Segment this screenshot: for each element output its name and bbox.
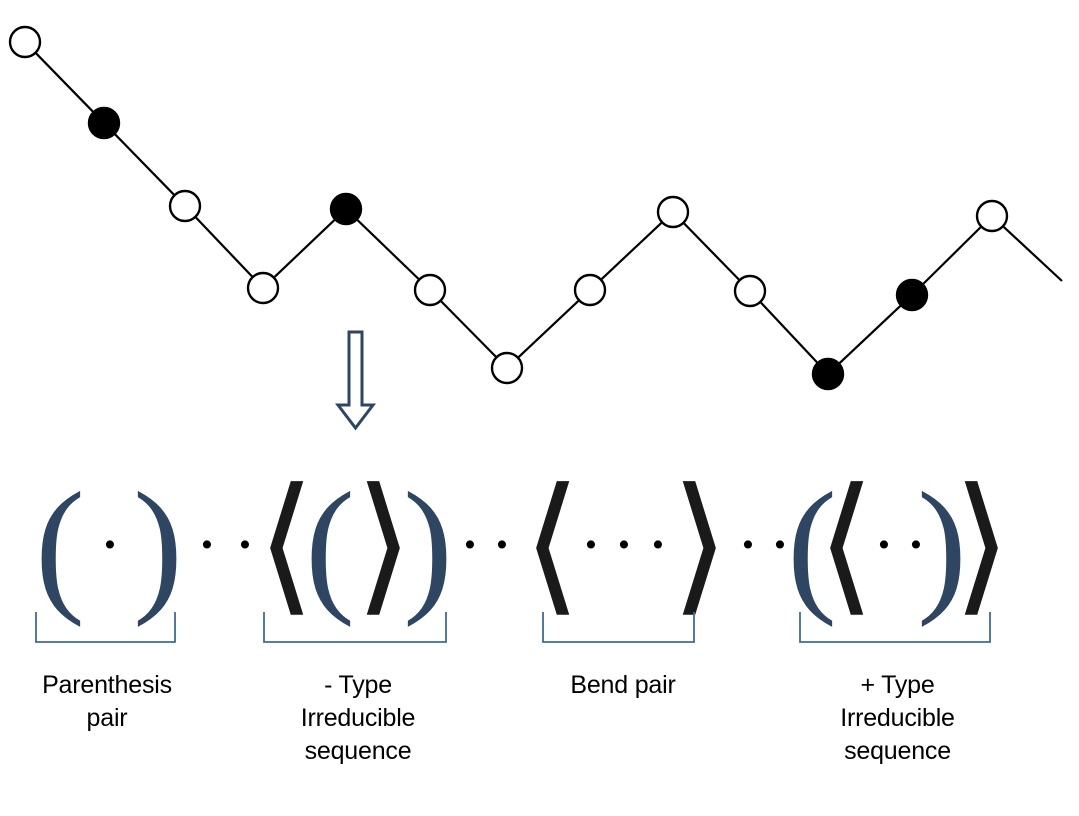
group-caption-parenthesis-pair: Parenthesis pair <box>0 669 222 735</box>
caption-line: sequence <box>844 737 951 765</box>
bracket-symbol-right-angle-bracket: ⟩ <box>953 462 1012 628</box>
bracket-symbol-dot: • <box>496 527 508 564</box>
bracket-symbol-dot: • <box>742 527 754 564</box>
path-node-open <box>168 189 202 223</box>
bracket-symbol-dot: • <box>774 527 786 564</box>
path-edge <box>356 219 420 280</box>
path-edge <box>600 222 663 280</box>
path-node-filled <box>895 278 929 312</box>
path-node-open <box>413 273 447 307</box>
path-edge <box>922 226 982 285</box>
bracket-symbols: (•)••⟨(⟩)••⟨•••⟩••(⟨••)⟩ <box>35 462 1011 628</box>
bracket-symbol-dot: • <box>910 527 922 564</box>
group-bracket <box>542 612 695 643</box>
path-node-filled <box>329 192 363 226</box>
path-node-filled <box>87 106 121 140</box>
bracket-symbol-left-angle-bracket: ⟨ <box>257 462 316 628</box>
downward-block-arrow <box>334 330 377 431</box>
group-caption-bend-pair: Bend pair <box>528 669 718 702</box>
group-caption-minus-type-irreducible-sequence: - Type Irreducible sequence <box>258 669 458 768</box>
caption-line: Parenthesis <box>42 671 172 699</box>
group-bracket <box>799 612 991 643</box>
bracket-symbol-right-parenthesis: ) <box>133 462 183 628</box>
path-nodes <box>8 25 1009 391</box>
bracket-sequence-row: (•)••⟨(⟩)••⟨•••⟩••(⟨••)⟩ <box>35 462 1011 643</box>
path-edge <box>838 305 902 364</box>
path-edge <box>195 216 253 278</box>
caption-line: sequence <box>304 737 412 765</box>
bracket-symbol-right-parenthesis: ) <box>917 462 967 628</box>
caption-line: Irreducible <box>300 704 416 732</box>
path-edge <box>760 301 818 364</box>
path-edge-tail <box>1002 226 1063 282</box>
lattice-path-diagram <box>8 25 1063 391</box>
caption-line: - Type <box>324 671 392 699</box>
bracket-symbol-left-parenthesis: ( <box>787 462 837 628</box>
caption-line: Irreducible <box>840 704 955 732</box>
bracket-symbol-right-angle-bracket: ⟩ <box>671 462 730 628</box>
caption-line: Bend pair <box>570 671 676 699</box>
bracket-symbol-dot: • <box>878 527 890 564</box>
path-edge <box>35 52 94 113</box>
path-node-open <box>573 273 607 307</box>
bracket-symbol-right-parenthesis: ) <box>403 462 453 628</box>
path-node-filled <box>811 357 845 391</box>
arrow-glyph <box>334 330 377 431</box>
group-underline-brackets <box>35 612 991 643</box>
path-edge <box>683 222 740 281</box>
bracket-symbol-dot: • <box>585 527 597 564</box>
bracket-symbol-dot: • <box>239 527 251 564</box>
path-node-open <box>975 199 1009 233</box>
path-edge <box>440 300 497 358</box>
path-edges <box>35 52 1063 364</box>
caption-line: + Type <box>860 671 935 699</box>
caption-line: pair <box>86 704 128 732</box>
path-edge <box>114 133 175 196</box>
group-bracket <box>263 612 447 643</box>
bracket-symbol-left-angle-bracket: ⟨ <box>523 462 582 628</box>
path-node-open <box>490 351 524 385</box>
path-node-open <box>8 25 42 59</box>
bracket-symbol-dot: • <box>618 527 630 564</box>
group-bracket <box>35 612 176 643</box>
group-label-layer: Parenthesis pair - Type Irreducible sequ… <box>0 655 1079 816</box>
bracket-symbol-dot: • <box>104 527 116 564</box>
bracket-symbol-dot: • <box>201 527 213 564</box>
bracket-symbol-right-angle-bracket: ⟩ <box>355 462 414 628</box>
bracket-symbol-left-parenthesis: ( <box>305 462 355 628</box>
bracket-symbol-dot: • <box>652 527 664 564</box>
path-node-open <box>246 271 280 305</box>
bracket-symbol-left-parenthesis: ( <box>35 462 85 628</box>
path-edge <box>517 300 580 358</box>
bracket-symbol-dot: • <box>464 527 476 564</box>
path-node-open <box>733 274 767 308</box>
path-node-open <box>656 195 690 229</box>
bracket-symbol-left-angle-bracket: ⟨ <box>817 462 876 628</box>
group-caption-plus-type-irreducible-sequence: + Type Irreducible sequence <box>795 669 1000 768</box>
path-edge <box>273 219 336 278</box>
